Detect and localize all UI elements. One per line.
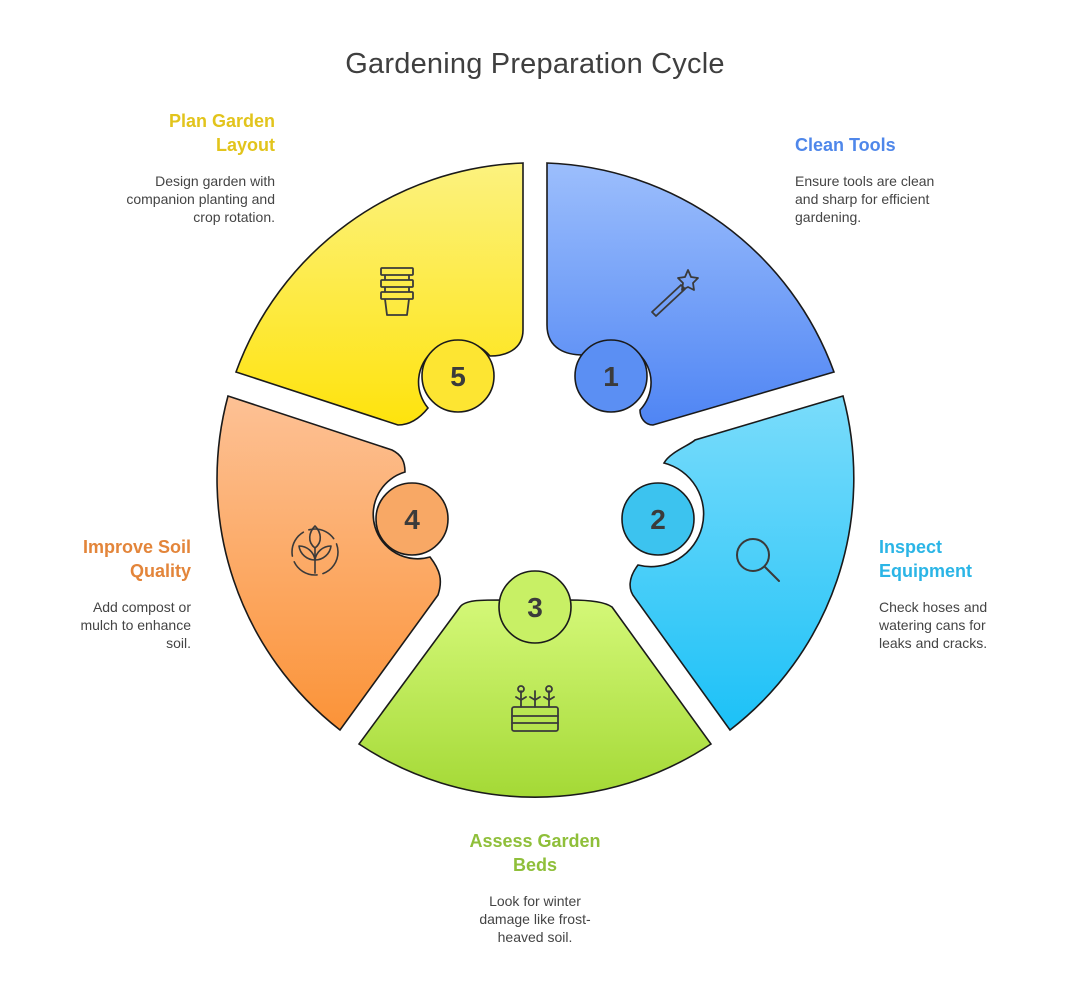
magnifier-icon [736, 538, 780, 582]
step-title-clean-tools: Clean Tools [795, 135, 896, 155]
step-desc-plan-garden-layout: Design garden with companion planting an… [126, 173, 275, 225]
step-number: 3 [527, 592, 543, 623]
sprout-icon [291, 525, 339, 576]
garden-bed-icon [511, 685, 559, 732]
step-number: 2 [650, 504, 666, 535]
step-number: 4 [404, 504, 420, 535]
step-desc-assess-garden-beds: Look for winter damage like frost-heaved… [479, 893, 591, 945]
segment-improve-soil-quality [216, 394, 442, 732]
step-title-improve-soil-quality: Improve Soil Quality [82, 537, 191, 581]
step-badge-3: 3 [498, 570, 572, 644]
step-badge-1: 1 [574, 339, 648, 413]
step-desc-improve-soil-quality: Add compost or mulch to enhance soil. [80, 599, 191, 651]
segment-inspect-equipment [629, 394, 855, 732]
step-desc-inspect-equipment: Check hoses and watering cans for leaks … [879, 599, 988, 651]
segment-plan-garden-layout [234, 162, 524, 426]
step-desc-clean-tools: Ensure tools are clean and sharp for eff… [795, 173, 935, 225]
step-title-inspect-equipment: Inspect Equipment [879, 537, 972, 581]
step-title-assess-garden-beds: Assess Garden Beds [469, 831, 601, 875]
magic-wand-icon [651, 269, 699, 317]
step-badge-4: 4 [375, 482, 449, 556]
diagram-title: Gardening Preparation Cycle [345, 48, 725, 80]
step-title-plan-garden-layout: Plan Garden Layout [168, 111, 275, 155]
step-badge-5: 5 [421, 339, 495, 413]
stacked-pots-icon [380, 267, 414, 316]
step-number: 1 [603, 361, 619, 392]
step-badge-2: 2 [621, 482, 695, 556]
step-number: 5 [450, 361, 466, 392]
